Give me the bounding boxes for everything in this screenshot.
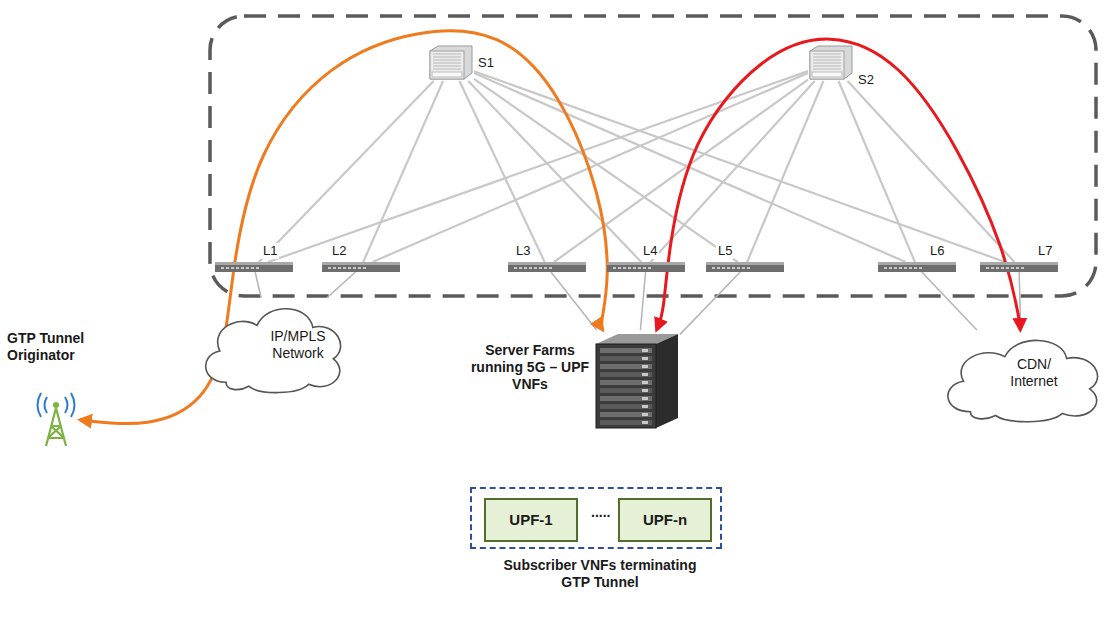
leaf-switch: L5 <box>706 262 784 272</box>
leaf-switch-outline <box>215 262 293 272</box>
leaf-switch-label: L7 <box>1036 243 1054 259</box>
server-rack-outline <box>592 330 680 430</box>
leaf-uplink <box>255 272 261 298</box>
leaf-switch: L2 <box>322 262 400 272</box>
internet-cloud-label: CDN/ Internet <box>994 356 1074 390</box>
spine-switch: S1 <box>428 45 474 81</box>
leaf-switch-outline <box>980 262 1058 272</box>
leaf-uplink <box>327 272 356 298</box>
leaf-switch-label: L3 <box>514 243 532 259</box>
spine-switch-outline <box>428 45 474 81</box>
upf-vnf-box-label: UPF-n <box>643 511 687 529</box>
spine-leaf-link <box>839 81 915 262</box>
server-rack: Server Farms running 5G – UPF VNFs <box>592 330 680 430</box>
leaf-switch-label: L4 <box>641 243 659 259</box>
cell-tower-label: GTP Tunnel Originator <box>5 330 105 364</box>
leaf-switch-label: L2 <box>330 243 348 259</box>
leaf-switch-label: L5 <box>716 243 734 259</box>
spine-switch-label: S2 <box>856 72 876 88</box>
leaf-switch-label: L6 <box>928 243 946 259</box>
leaf-switch: L6 <box>878 262 956 272</box>
leaf-switch: L1 <box>215 262 293 272</box>
traffic-flow-arrow <box>80 31 607 424</box>
leaf-switch-outline <box>508 262 586 272</box>
leaf-uplink <box>680 272 740 334</box>
cell-tower-outline <box>32 388 80 446</box>
leaf-switch-outline <box>706 262 784 272</box>
upf-vnf-box: UPF-n <box>618 498 712 542</box>
traffic-flow-arrow <box>657 39 1021 330</box>
leaf-uplink <box>640 272 645 330</box>
spine-switch-outline <box>808 45 854 81</box>
upf-vnf-box-label: UPF-1 <box>509 511 552 529</box>
spine-switch: S2 <box>808 45 854 81</box>
network-cloud: IP/MPLS Network <box>195 298 350 396</box>
network-cloud-label: IP/MPLS Network <box>251 328 345 362</box>
leaf-switch-label: L1 <box>261 243 279 259</box>
leaf-switch-outline <box>878 262 956 272</box>
server-rack-label: Server Farms running 5G – UPF VNFs <box>468 342 592 392</box>
leaf-switch: L7 <box>980 262 1058 272</box>
ellipsis: ..... <box>591 504 610 521</box>
spine-leaf-link <box>747 81 823 262</box>
leaf-switch-outline <box>322 262 400 272</box>
leaf-switch: L4 <box>607 262 685 272</box>
leaf-switch: L3 <box>508 262 586 272</box>
spine-leaf-link <box>554 80 808 262</box>
upf-vnf-box: UPF-1 <box>484 498 578 542</box>
fabric-boundary <box>210 16 1096 296</box>
leaf-switch-outline <box>607 262 685 272</box>
leaf-uplink <box>922 272 977 330</box>
spine-leaf-link <box>651 81 815 262</box>
spine-leaf-link <box>363 81 443 262</box>
internet-cloud: CDN/ Internet <box>936 330 1108 425</box>
leaf-uplink <box>551 272 597 330</box>
spine-leaf-link <box>459 81 544 262</box>
cell-tower: GTP Tunnel Originator <box>32 388 80 446</box>
vnf-group-label: Subscriber VNFs terminating GTP Tunnel <box>488 557 712 591</box>
spine-switch-label: S1 <box>476 55 496 71</box>
